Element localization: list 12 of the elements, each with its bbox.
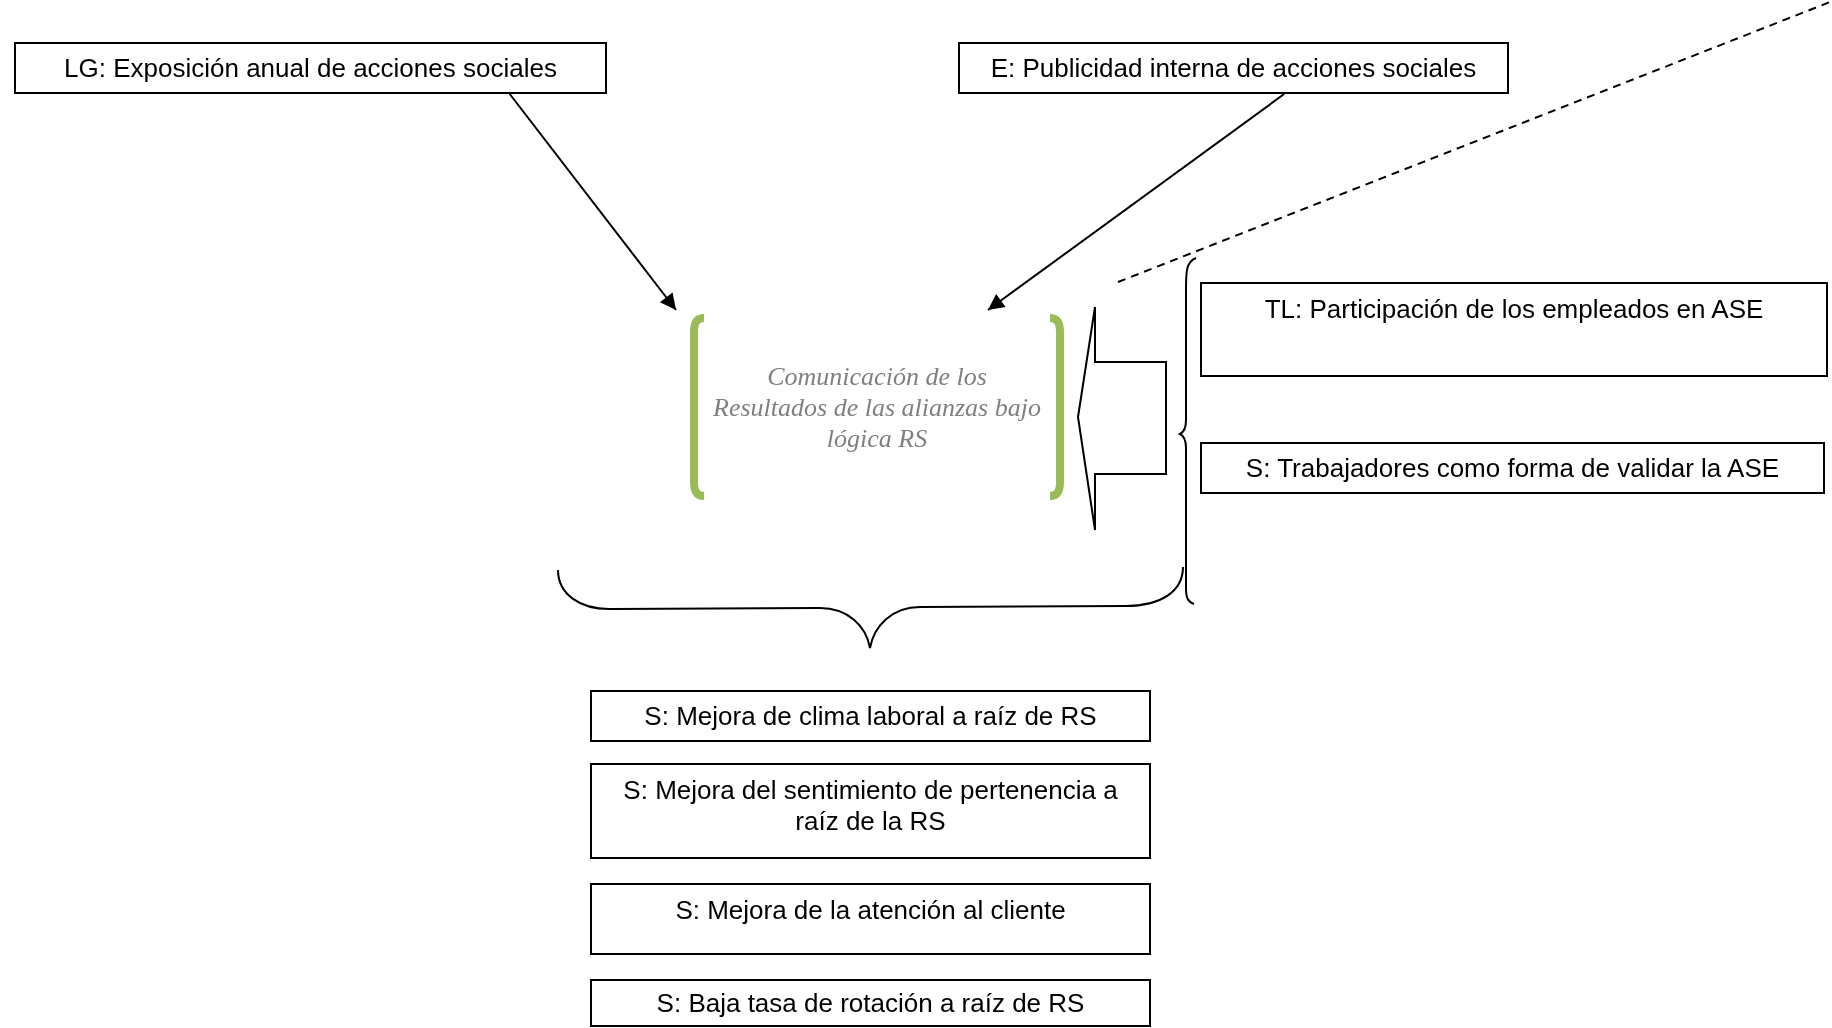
text-box: S: Trabajadores como forma de validar la ASE (1200, 442, 1825, 494)
arrow (508, 93, 677, 311)
arrow (986, 93, 1286, 311)
text-box: TL: Participación de los empleados en ASE (1200, 282, 1828, 377)
text-box: S: Mejora del sentimiento de pertenencia a raíz de la RS (590, 763, 1151, 859)
text-box: LG: Exposición anual de acciones sociales (14, 42, 607, 94)
text-box: S: Mejora de la atención al cliente (590, 883, 1151, 955)
bracket-text: Comunicación de los Resultados de las alianzas bajo lógica RS (712, 360, 1042, 454)
text-box: E: Publicidad interna de acciones sociales (958, 42, 1509, 94)
text-box: S: Mejora de clima laboral a raíz de RS (590, 690, 1151, 742)
text-box: S: Baja tasa de rotación a raíz de RS (590, 979, 1151, 1027)
block-arrow (1077, 306, 1167, 531)
